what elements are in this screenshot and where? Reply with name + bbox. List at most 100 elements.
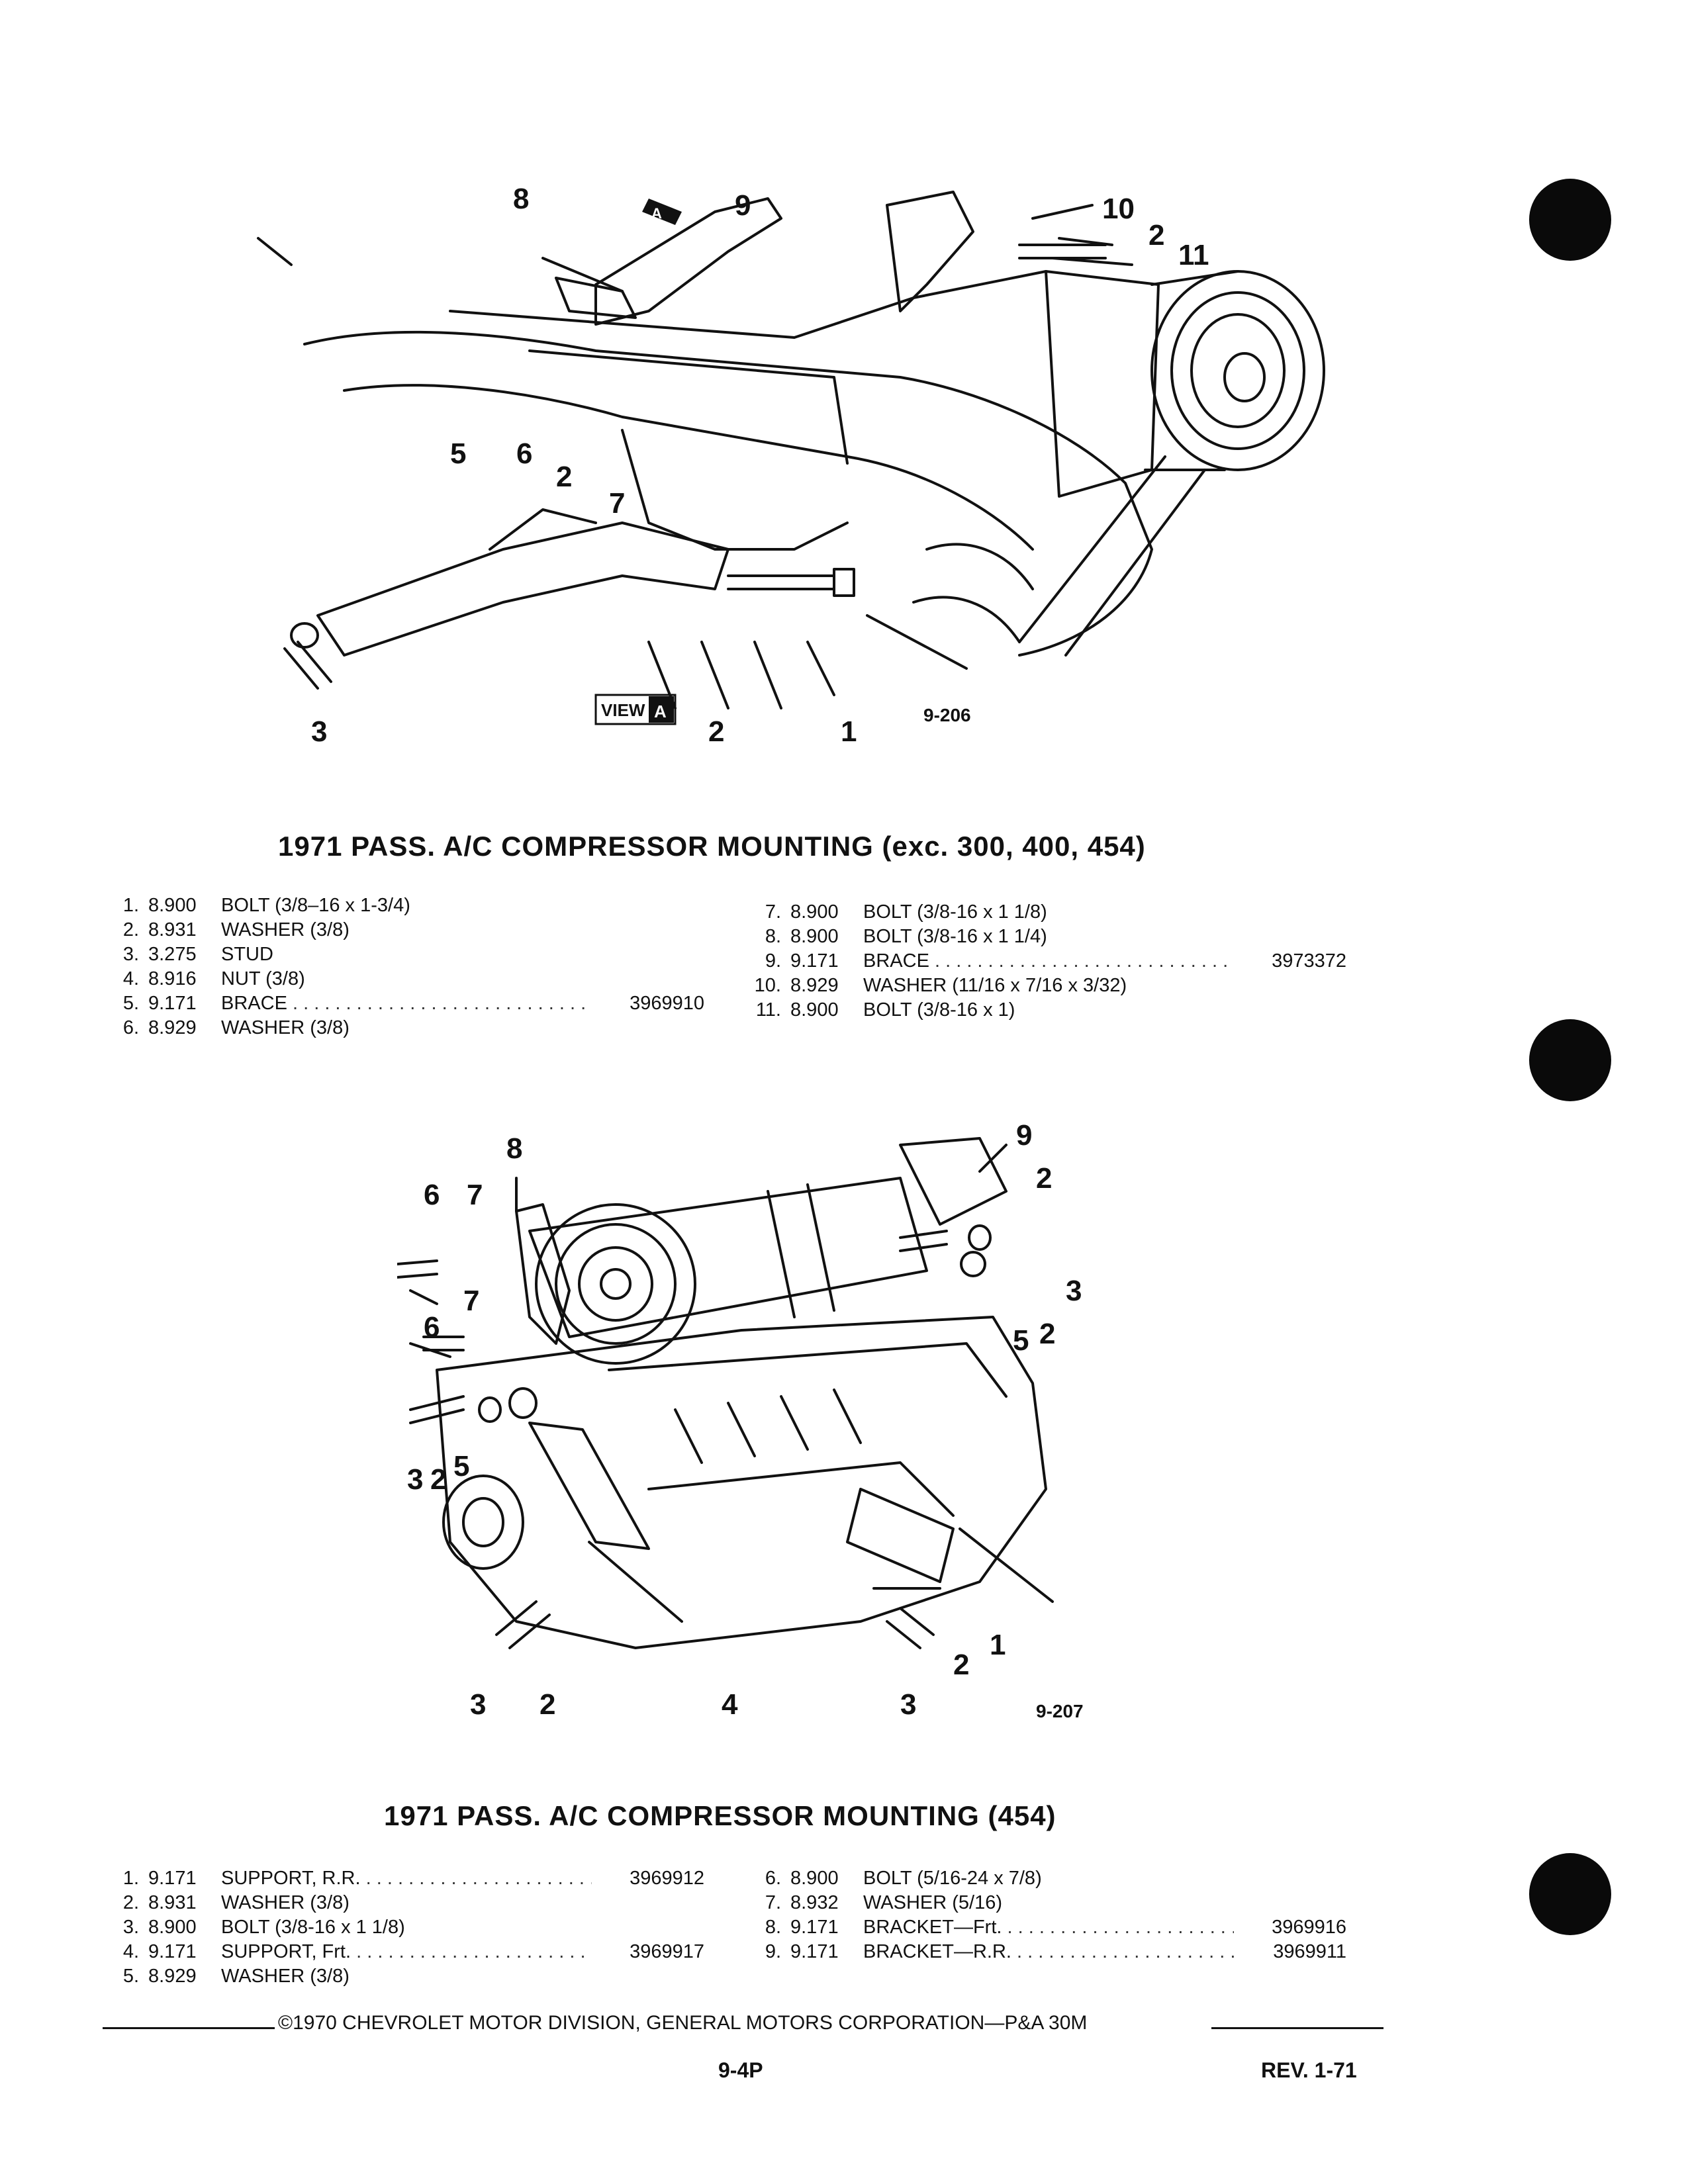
- group-code: 9.171: [790, 950, 839, 972]
- part-number: 3969917: [630, 1941, 704, 1962]
- leader-dots: . . . . . . . . . . . . . . . . . . . . …: [356, 1941, 592, 1962]
- callout-8: 8: [513, 183, 529, 215]
- item-description-cell: WASHER (3/8): [221, 1016, 592, 1040]
- callout2-5a: 5: [1013, 1324, 1029, 1357]
- callout2-4: 4: [722, 1688, 738, 1721]
- group-code: 8.931: [148, 919, 197, 940]
- item-number: 1.: [122, 895, 139, 916]
- part-number: [1234, 925, 1346, 949]
- footer-rule-right: [1211, 2027, 1383, 2029]
- callout2-8: 8: [506, 1132, 522, 1165]
- item-description: WASHER (5/16): [863, 1892, 1003, 1913]
- item-description-cell: BRACKET—Frt. . . . . . . . . . . . . . .…: [863, 1915, 1234, 1940]
- group-code: 8.900: [790, 926, 839, 947]
- group-code: 8.900: [148, 895, 197, 916]
- callout2-6b: 6: [424, 1311, 440, 1343]
- callout2-2b: 2: [1039, 1318, 1055, 1350]
- callout2-7b: 7: [463, 1285, 479, 1317]
- item-description-cell: BOLT (3/8-16 x 1 1/8): [863, 900, 1234, 925]
- item-number: 3.: [122, 1917, 139, 1938]
- item-number: 7.: [765, 901, 781, 923]
- footer-rule-left: [103, 2027, 275, 2029]
- group-code: 8.929: [148, 1017, 197, 1038]
- parts-row: 3. 3.275 STUD: [106, 942, 704, 967]
- part-number: 3969911: [1273, 1941, 1346, 1962]
- item-description: BOLT (3/8-16 x 1): [863, 999, 1015, 1021]
- item-description: WASHER (11/16 x 7/16 x 3/32): [863, 975, 1127, 996]
- part-number: [1234, 998, 1346, 1023]
- item-number: 4.: [122, 1941, 139, 1962]
- callout-5: 5: [450, 437, 466, 470]
- footer-copyright: ©1970 CHEVROLET MOTOR DIVISION, GENERAL …: [278, 2012, 1088, 2034]
- part-number: 3969916: [1272, 1917, 1346, 1938]
- group-code: 8.900: [790, 1868, 839, 1889]
- item-number: 6.: [765, 1868, 781, 1889]
- part-number: [1234, 1866, 1346, 1891]
- part-number: [1234, 974, 1346, 998]
- group-code: 8.929: [148, 1966, 197, 1987]
- part-number: 3969910: [630, 993, 704, 1014]
- figure-9-206: VIEW A A 8 9 10 2 11 5 6 2 7 3 2 1: [252, 179, 1337, 774]
- item-number: 9.: [765, 950, 781, 972]
- group-code: 8.900: [790, 999, 839, 1021]
- item-number: 7.: [765, 1892, 781, 1913]
- item-number: 9.: [765, 1941, 781, 1962]
- item-description-cell: BOLT (3/8-16 x 1): [863, 998, 1234, 1023]
- item-description-cell: BRACE . . . . . . . . . . . . . . . . . …: [221, 991, 592, 1016]
- part-number: [592, 918, 704, 942]
- item-description: WASHER (3/8): [221, 919, 350, 940]
- group-code: 3.275: [148, 944, 197, 965]
- item-description-cell: BOLT (3/8-16 x 1 1/8): [221, 1915, 592, 1940]
- item-description: BRACE: [863, 950, 929, 972]
- part-number: [592, 1915, 704, 1940]
- item-number: 3.: [122, 944, 139, 965]
- part-number: [1234, 1891, 1346, 1915]
- part-number: 3969912: [630, 1868, 704, 1889]
- item-description-cell: BOLT (5/16-24 x 7/8): [863, 1866, 1234, 1891]
- callout-7: 7: [609, 487, 625, 520]
- parts-row: 10. 8.929 WASHER (11/16 x 7/16 x 3/32): [748, 974, 1346, 998]
- item-number: 8.: [765, 926, 781, 947]
- part-number: [592, 967, 704, 991]
- parts-row: 6. 8.900 BOLT (5/16-24 x 7/8): [748, 1866, 1346, 1891]
- item-number: 10.: [754, 975, 781, 996]
- callout2-5b: 5: [453, 1450, 469, 1482]
- item-number: 5.: [122, 993, 139, 1014]
- item-description: WASHER (3/8): [221, 1966, 350, 1987]
- group-code: 8.900: [148, 1917, 197, 1938]
- item-description-cell: STUD: [221, 942, 592, 967]
- part-number: [592, 1964, 704, 1989]
- callout2-9: 9: [1016, 1119, 1032, 1152]
- item-description-cell: WASHER (11/16 x 7/16 x 3/32): [863, 974, 1234, 998]
- item-description-cell: WASHER (3/8): [221, 1964, 592, 1989]
- section1-title: 1971 PASS. A/C COMPRESSOR MOUNTING (exc.…: [278, 831, 1146, 862]
- group-code: 9.171: [790, 1917, 839, 1938]
- group-code: 8.929: [790, 975, 839, 996]
- binder-hole-bottom: [1529, 1853, 1611, 1935]
- item-description: BOLT (3/8-16 x 1 1/8): [863, 901, 1047, 923]
- callout2-2c: 2: [430, 1463, 446, 1496]
- binder-hole-top: [1529, 179, 1611, 261]
- item-description-cell: BRACKET—R.R. . . . . . . . . . . . . . .…: [863, 1940, 1234, 1964]
- callout2-3b: 3: [407, 1463, 423, 1496]
- callout-2c: 2: [708, 715, 724, 748]
- group-code: 9.171: [148, 1941, 197, 1962]
- callout2-1: 1: [990, 1629, 1006, 1661]
- binder-hole-middle: [1529, 1019, 1611, 1101]
- item-description-cell: WASHER (3/8): [221, 918, 592, 942]
- item-description: STUD: [221, 944, 273, 965]
- callout-10: 10: [1102, 193, 1135, 225]
- figure-9-206-illustration: VIEW A A 8 9 10 2 11 5 6 2 7 3 2 1: [257, 183, 1325, 748]
